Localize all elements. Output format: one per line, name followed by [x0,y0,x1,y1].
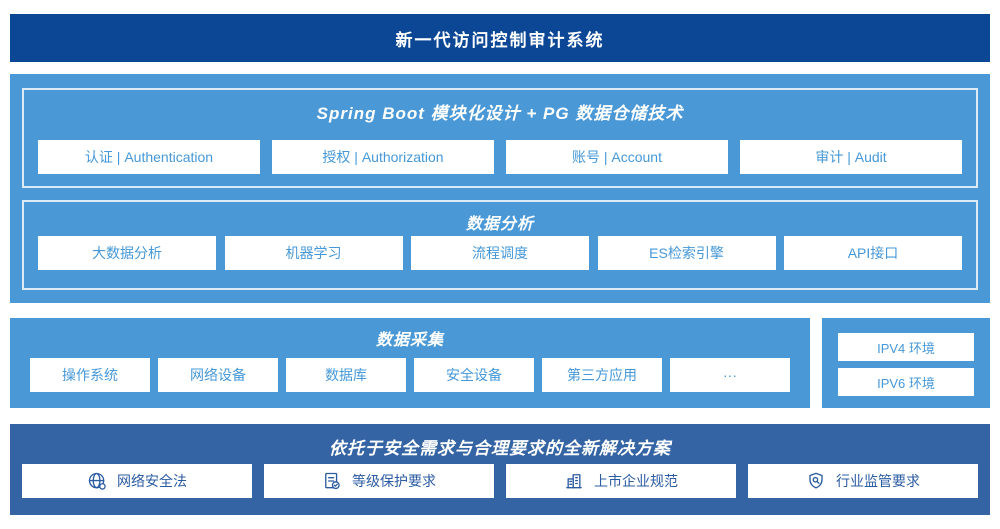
solution-label: 上市企业规范 [594,473,678,489]
analysis-panel: 数据分析 大数据分析 机器学习 流程调度 ES检索引擎 API接口 [22,200,978,290]
page-title: 新一代访问控制审计系统 [10,14,990,62]
module-cell-audit: 审计 | Audit [740,140,962,174]
analysis-cell-api: API接口 [784,236,962,270]
collection-title: 数据采集 [375,332,444,349]
collection-cell-thirdparty: 第三方应用 [542,358,662,392]
modules-panel: Spring Boot 模块化设计 + PG 数据仓储技术 认证 | Authe… [22,88,978,188]
collection-cell-more: ··· [670,358,790,392]
solution-cell-regulation: 行业监管要求 [748,464,978,498]
collection-cell-database: 数据库 [286,358,406,392]
env-cell-ipv4: IPV4 环境 [838,333,974,361]
solution-label: 行业监管要求 [836,473,920,489]
module-cell-account: 账号 | Account [506,140,728,174]
solution-cell-protection: 等级保护要求 [264,464,494,498]
collection-cell-network: 网络设备 [158,358,278,392]
solution-label: 等级保护要求 [352,473,436,489]
modules-title: Spring Boot 模块化设计 + PG 数据仓储技术 [316,104,684,123]
buildings-icon [564,471,584,491]
solution-label: 网络安全法 [117,473,187,489]
shield-search-icon [806,471,826,491]
globe-icon [87,471,107,491]
solution-cell-listed: 上市企业规范 [506,464,736,498]
solution-section: 依托于安全需求与合理要求的全新解决方案 网络安全法 [10,424,990,515]
analysis-cell-es: ES检索引擎 [597,236,776,270]
analysis-cell-workflow: 流程调度 [411,236,589,270]
env-cell-ipv6: IPV6 环境 [838,368,974,396]
solution-title: 依托于安全需求与合理要求的全新解决方案 [329,439,671,458]
collection-row: 操作系统 网络设备 数据库 安全设备 第三方应用 ··· [30,358,790,392]
page-title-text: 新一代访问控制审计系统 [395,30,605,50]
analysis-row: 大数据分析 机器学习 流程调度 ES检索引擎 API接口 [38,236,962,270]
modules-row: 认证 | Authentication 授权 | Authorization 账… [38,140,962,174]
collection-cell-security: 安全设备 [414,358,534,392]
analysis-cell-ml: 机器学习 [224,236,403,270]
document-check-icon [322,471,342,491]
solution-row: 网络安全法 等级保护要求 上市企 [22,464,978,498]
collection-section: 数据采集 操作系统 网络设备 数据库 安全设备 第三方应用 ··· [10,318,810,408]
analysis-cell-bigdata: 大数据分析 [38,236,216,270]
module-cell-authentication: 认证 | Authentication [38,140,260,174]
module-cell-authorization: 授权 | Authorization [272,140,494,174]
environment-section: IPV4 环境 IPV6 环境 [822,318,990,408]
solution-cell-cyberlaw: 网络安全法 [22,464,252,498]
collection-cell-os: 操作系统 [30,358,150,392]
platform-section: Spring Boot 模块化设计 + PG 数据仓储技术 认证 | Authe… [10,74,990,303]
analysis-title: 数据分析 [465,216,534,233]
